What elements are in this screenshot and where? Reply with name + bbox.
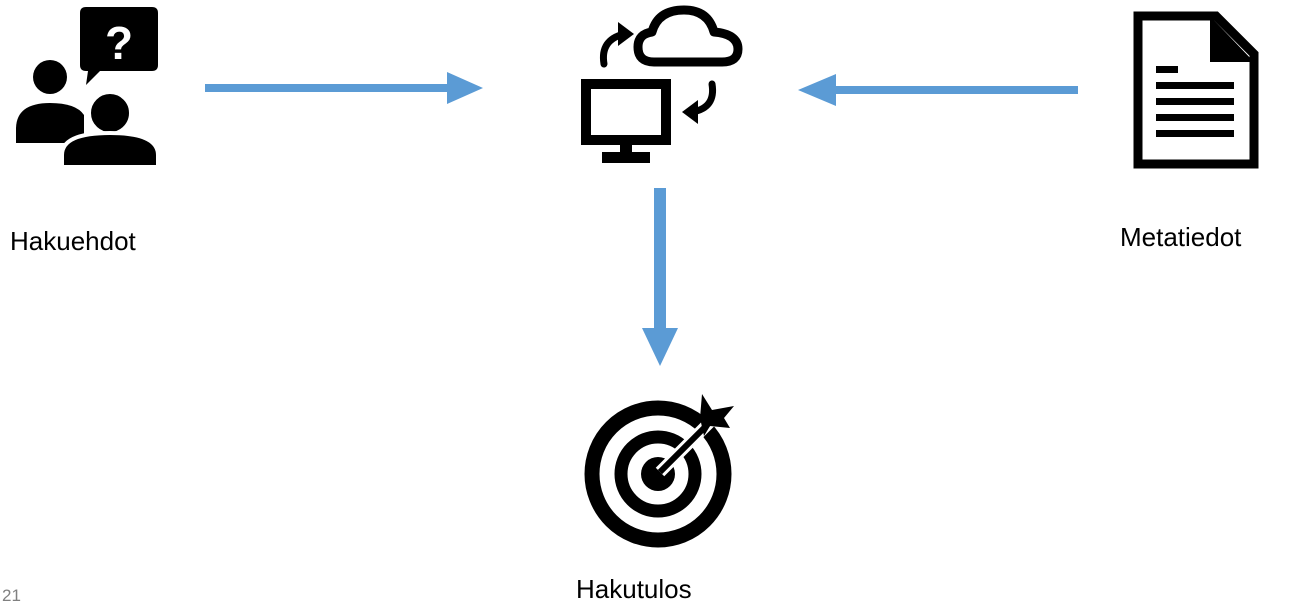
- arrow-system-to-result: [642, 188, 678, 366]
- target-arrow-icon: [584, 394, 734, 548]
- page-number: 21: [2, 586, 21, 605]
- computer-cloud-sync-icon: [581, 5, 743, 163]
- arrow-metadata-to-system: [798, 74, 1078, 106]
- label-hakuehdot: Hakuehdot: [10, 226, 136, 256]
- label-metatiedot: Metatiedot: [1120, 222, 1242, 252]
- svg-text:?: ?: [105, 17, 133, 69]
- users-question-icon: ?: [16, 7, 160, 167]
- document-icon: [1133, 11, 1259, 169]
- label-hakutulos: Hakutulos: [576, 574, 692, 604]
- arrow-query-to-system: [205, 72, 483, 104]
